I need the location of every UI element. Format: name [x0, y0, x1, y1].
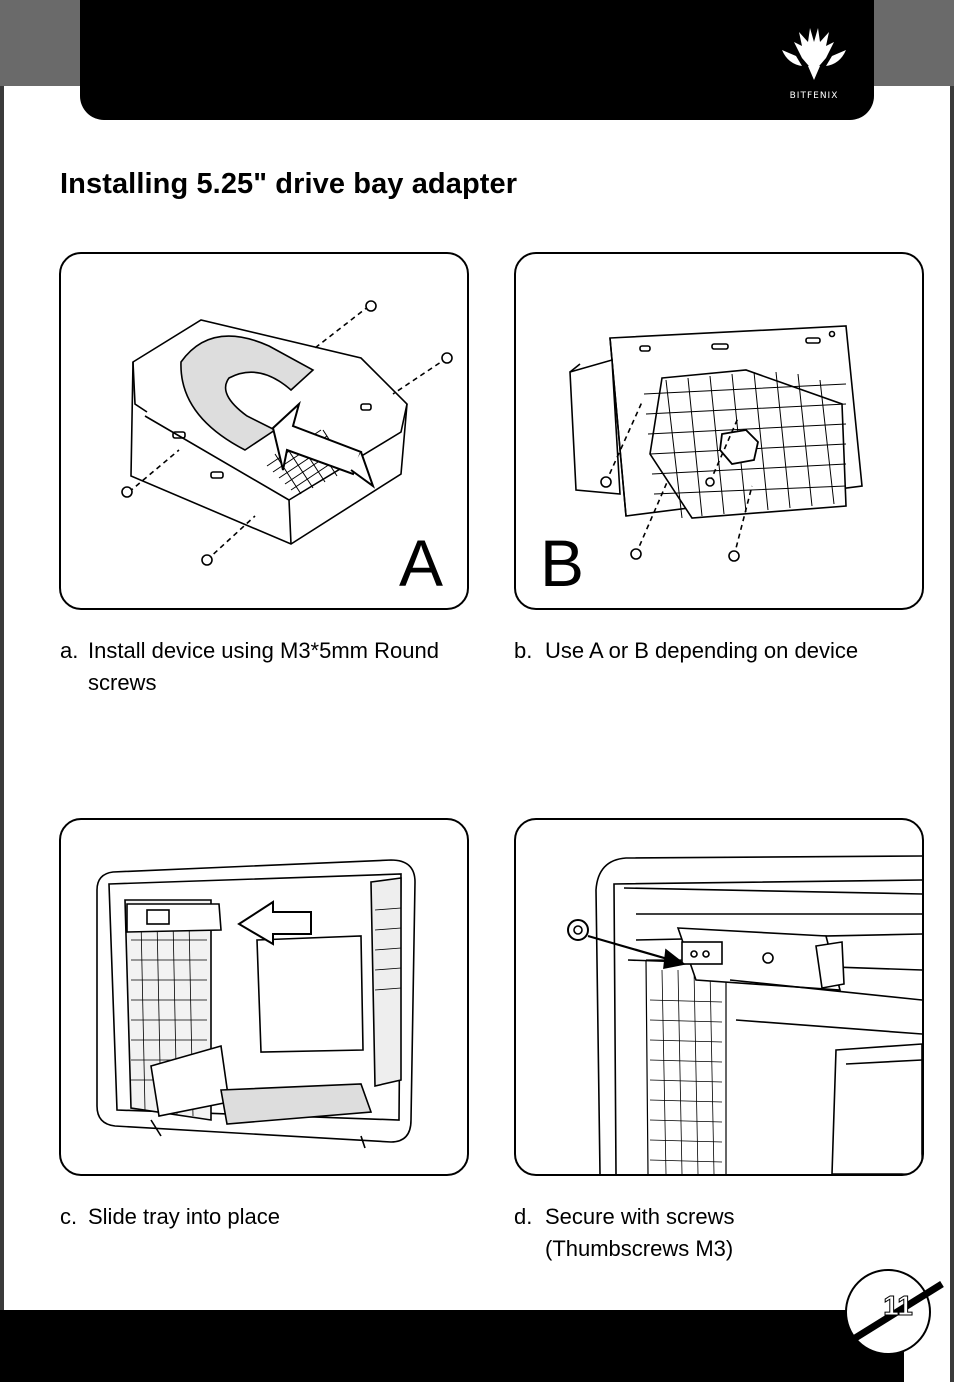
caption-text-continued: (Thumbscrews M3) [545, 1236, 734, 1261]
caption-text: Secure with screws [545, 1204, 735, 1229]
caption-text: Install device using M3*5mm Round [88, 638, 439, 663]
page-title: Installing 5.25" drive bay adapter [60, 168, 518, 200]
panel-letter-b: B [540, 526, 585, 600]
header-band [80, 0, 874, 120]
caption-text: Use A or B depending on device [545, 638, 859, 663]
footer-band [0, 1310, 904, 1382]
drive-adapter-round-screws-illustration [121, 300, 453, 566]
page-frame-right [950, 0, 954, 1382]
header-corner-right [872, 0, 954, 86]
caption-text-continued: screws [88, 670, 157, 695]
page-frame-left [0, 0, 4, 1382]
header-corner-left [0, 0, 82, 86]
illustration-panel-d [514, 818, 924, 1176]
brand-text: BITFENIX [790, 91, 839, 101]
caption-text: Slide tray into place [88, 1204, 280, 1229]
drive-adapter-bottom-screws-illustration [569, 325, 863, 562]
caption-marker: b. [514, 638, 533, 663]
illustration-panel-a: A [59, 252, 469, 610]
page-badge-icon [845, 1269, 944, 1355]
caption-d: d. Secure with screws (Thumbscrews M3) [514, 1201, 934, 1265]
caption-b: b. Use A or B depending on device [514, 635, 934, 667]
case-thumbscrew-illustration [567, 855, 922, 1174]
bitfenix-logo-icon: BITFENIX [782, 28, 846, 101]
caption-a: a. Install device using M3*5mm Round scr… [60, 635, 480, 699]
caption-marker: d. [514, 1204, 533, 1229]
page-number: 11 [883, 1290, 914, 1322]
panel-letter-a: A [399, 526, 444, 600]
caption-marker: c. [60, 1204, 78, 1229]
illustration-panel-c [59, 818, 469, 1176]
caption-marker: a. [60, 638, 79, 663]
case-slide-tray-illustration [96, 859, 416, 1149]
illustration-panel-b: B [514, 252, 924, 610]
caption-c: c. Slide tray into place [60, 1201, 480, 1233]
